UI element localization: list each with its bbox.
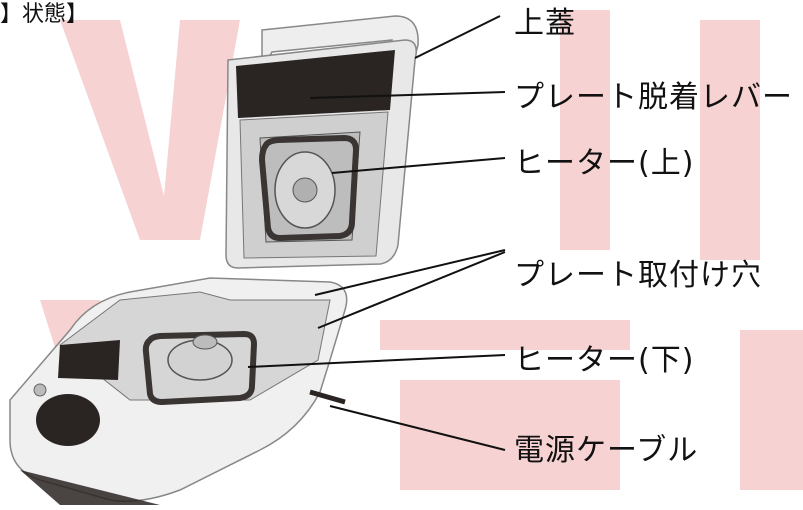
label-power-cable: 電源ケーブル	[514, 433, 699, 468]
callout-lines	[247, 15, 506, 451]
label-heater-lower: ヒーター(下)	[514, 343, 695, 378]
callout-upper-lid	[414, 15, 501, 59]
label-heater-upper: ヒーター(上)	[514, 146, 695, 181]
power-cable-drawing	[309, 389, 346, 405]
callout-power-cable	[329, 405, 506, 451]
callout-plate-hole-2	[317, 251, 506, 329]
base-drawing	[9, 277, 348, 505]
label-plate-mounting-holes: プレート取付け穴	[514, 258, 762, 293]
label-plate-release-lever: プレート脱着レバー	[514, 80, 793, 115]
callout-plate-hole-1	[314, 249, 506, 296]
upper-lid-drawing	[225, 15, 419, 269]
callout-heater-upper	[331, 157, 506, 174]
callout-heater-lower	[247, 354, 506, 368]
callout-plate-release-lever	[309, 91, 506, 99]
label-upper-lid: 上蓋	[514, 6, 576, 41]
section-heading: 】状態】	[0, 2, 89, 27]
